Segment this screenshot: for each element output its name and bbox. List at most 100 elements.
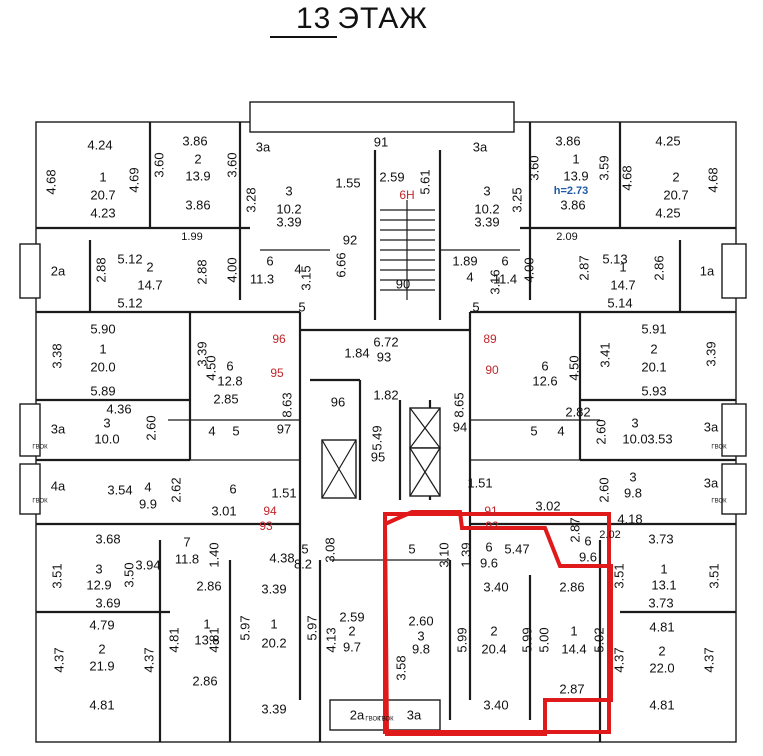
room-label: 14.4 (561, 641, 586, 656)
room-label: 5.13 (602, 251, 627, 266)
room-label: 3.50 (121, 562, 136, 587)
room-label: 3.54 (107, 482, 132, 497)
room-label: 4 (466, 269, 473, 284)
room-label: 4.79 (89, 617, 114, 632)
room-label: 1.40 (206, 542, 221, 567)
room-label: 5.99 (519, 627, 534, 652)
room-label: 2.87 (576, 255, 591, 280)
room-label: 3.08 (322, 537, 337, 562)
room-label: 3.60 (151, 152, 166, 177)
room-label: 2а (51, 263, 66, 278)
room-label: 6 (229, 481, 236, 496)
room-label: 4 (557, 423, 564, 438)
room-label: 3.51 (611, 563, 626, 588)
room-label: 5 (530, 423, 537, 438)
room-label: 6 (584, 533, 591, 548)
room-label: 3.73 (648, 595, 673, 610)
room-label: 2.59 (339, 609, 364, 624)
room-label: 5.97 (237, 615, 252, 640)
room-label: 10.2 (276, 201, 301, 216)
room-label: 4 (144, 479, 151, 494)
room-label: 6 (266, 253, 273, 268)
room-label: 4.25 (655, 133, 680, 148)
room-label: 2.88 (93, 257, 108, 282)
room-label: 3.94 (135, 557, 160, 572)
room-label: 3.16 (487, 269, 502, 294)
room-label: 89 (483, 332, 497, 346)
room-label: 2.85 (213, 391, 238, 406)
room-label: 5.93 (641, 383, 666, 398)
room-label: 4.37 (51, 647, 66, 672)
room-label: 3 (631, 415, 638, 430)
room-label: 95 (371, 449, 385, 464)
room-label: 97 (277, 421, 291, 436)
room-label: 3.86 (185, 197, 210, 212)
room-label: 14.7 (137, 277, 162, 292)
room-label: 6Н (399, 188, 414, 202)
room-label: 2.60 (143, 415, 158, 440)
room-label: 5.99 (454, 627, 469, 652)
elevators (321, 407, 441, 499)
room-label: 10.0 (94, 431, 119, 446)
room-label: ГВОК (711, 445, 727, 451)
room-label: 6.72 (373, 334, 398, 349)
room-label: 4.00 (224, 257, 239, 282)
room-label: 1.89 (452, 253, 477, 268)
room-label: 9.8 (412, 641, 430, 656)
room-label: 20.2 (261, 635, 286, 650)
room-label: 5.91 (641, 321, 666, 336)
room-label: 4.37 (141, 647, 156, 672)
room-label: 3.60 (526, 155, 541, 180)
room-label: 4.50 (203, 355, 218, 380)
room-label: 4.37 (611, 647, 626, 672)
room-label: 92 (343, 232, 357, 247)
room-label: 9.7 (343, 639, 361, 654)
room-label: 2.60 (593, 419, 608, 444)
room-label: 20.7 (663, 187, 688, 202)
room-label: 3.53 (647, 431, 672, 446)
room-label: 3.38 (49, 343, 64, 368)
room-label: 6 (485, 539, 492, 554)
left-balcony-2a (19, 243, 41, 299)
room-label: 2 (650, 341, 657, 356)
room-label: 4.81 (649, 619, 674, 634)
room-label: 20.0 (90, 359, 115, 374)
room-label: 3.10 (436, 542, 451, 567)
room-label: 2.82 (565, 404, 590, 419)
room-label: 3.28 (243, 187, 258, 212)
room-label: 4.50 (566, 355, 581, 380)
room-label: 3.51 (49, 563, 64, 588)
room-label: 1а (700, 263, 715, 278)
room-label: ГВОК (32, 445, 48, 451)
room-label: 2 (98, 641, 105, 656)
room-label: 6 (501, 253, 508, 268)
room-label: 4 (294, 261, 301, 276)
room-label: 3.01 (211, 503, 236, 518)
room-label: 2 (658, 643, 665, 658)
room-label: 3.39 (474, 214, 499, 229)
room-label: 6.66 (333, 252, 348, 277)
room-label: 2.60 (408, 613, 433, 628)
room-label: 3.39 (261, 701, 286, 716)
room-label: 1.51 (467, 475, 492, 490)
room-label: 4.25 (655, 205, 680, 220)
room-label: 3.86 (560, 197, 585, 212)
room-label: 5.12 (117, 251, 142, 266)
room-label: 5.90 (90, 321, 115, 336)
room-label: 1 (619, 259, 626, 274)
room-label: 3а (256, 139, 271, 154)
room-label: 1 (570, 623, 577, 638)
room-label: 5 (232, 423, 239, 438)
room-label: 4.68 (43, 169, 58, 194)
room-label: 1 (99, 341, 106, 356)
room-label: 5 (408, 541, 415, 556)
room-label: 4.13 (323, 627, 338, 652)
room-label: 20.1 (641, 359, 666, 374)
room-label: 3.86 (555, 133, 580, 148)
room-label: 3а (704, 419, 719, 434)
room-label: 4.23 (90, 205, 115, 220)
room-label: 3.40 (483, 579, 508, 594)
room-label: 1 (203, 616, 210, 631)
room-label: ГВОК (378, 717, 394, 723)
